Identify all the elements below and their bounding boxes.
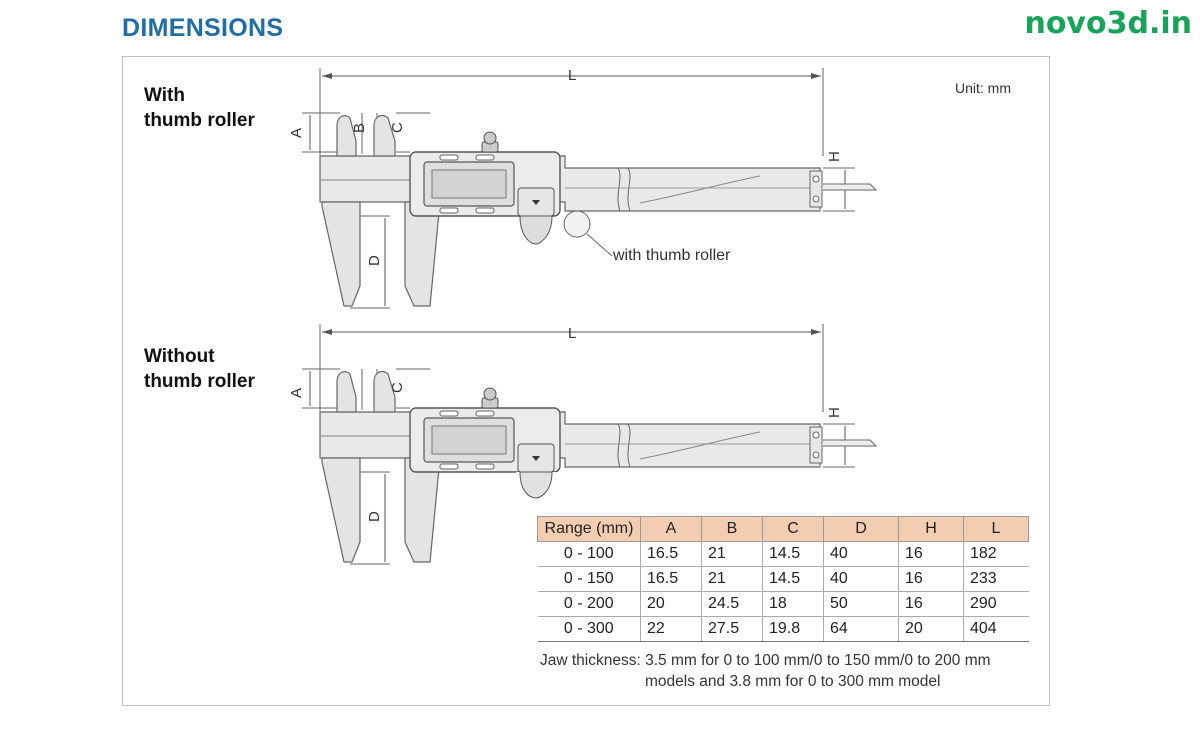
table-cell: 233	[963, 566, 1029, 592]
table-row: 0 - 150 16.5 21 14.5 40 16 233	[537, 566, 1029, 592]
table-cell: 20	[898, 616, 964, 642]
table-cell: 0 - 150	[537, 566, 641, 592]
table-cell: 64	[823, 616, 899, 642]
col-header: D	[823, 516, 899, 542]
table-cell: 0 - 300	[537, 616, 641, 642]
table-header-row: Range (mm) A B C D H L	[537, 516, 1029, 542]
dim-H-top: H	[826, 151, 843, 162]
dim-D-bottom: D	[366, 511, 383, 522]
dim-C-bottom: C	[389, 382, 406, 393]
col-header: B	[701, 516, 763, 542]
table-cell: 16	[898, 541, 964, 567]
table-cell: 24.5	[701, 591, 763, 617]
table-cell: 21	[701, 541, 763, 567]
col-header: C	[762, 516, 824, 542]
dim-C-top: C	[389, 122, 406, 133]
variant-without-roller-label: Without thumb roller	[144, 344, 255, 394]
caliper-with-roller	[301, 67, 877, 309]
table-cell: 40	[823, 541, 899, 567]
table-cell: 182	[963, 541, 1029, 567]
dim-H-bottom: H	[826, 407, 843, 418]
table-cell: 22	[640, 616, 702, 642]
col-header: H	[898, 516, 964, 542]
jaw-thickness-note: Jaw thickness: 3.5 mm for 0 to 100 mm/0 …	[540, 650, 991, 692]
dim-L-top: L	[568, 67, 576, 84]
note-line2: models and 3.8 mm for 0 to 300 mm model	[645, 673, 941, 690]
table-row: 0 - 200 20 24.5 18 50 16 290	[537, 591, 1029, 617]
table-cell: 16	[898, 591, 964, 617]
table-cell: 21	[701, 566, 763, 592]
table-cell: 14.5	[762, 541, 824, 567]
brand-logo-text: novo3d.in	[1024, 6, 1192, 41]
table-cell: 27.5	[701, 616, 763, 642]
thumb-roller-callout: with thumb roller	[613, 247, 731, 264]
table-cell: 14.5	[762, 566, 824, 592]
table-cell: 0 - 100	[537, 541, 641, 567]
table-cell: 16.5	[640, 566, 702, 592]
unit-label: Unit: mm	[955, 80, 1011, 96]
dim-A-bottom: A	[288, 388, 305, 398]
col-header: A	[640, 516, 702, 542]
table-cell: 40	[823, 566, 899, 592]
table-cell: 16	[898, 566, 964, 592]
col-header: L	[963, 516, 1029, 542]
variant-label-line1: With	[144, 85, 185, 106]
col-header: Range (mm)	[537, 516, 641, 542]
note-line1: Jaw thickness: 3.5 mm for 0 to 100 mm/0 …	[540, 652, 991, 669]
page-title: DIMENSIONS	[122, 14, 284, 42]
variant-label-line1: Without	[144, 346, 215, 367]
dim-D-top: D	[366, 255, 383, 266]
table-cell: 16.5	[640, 541, 702, 567]
variant-label-line2: thumb roller	[144, 110, 255, 131]
table-cell: 0 - 200	[537, 591, 641, 617]
table-row: 0 - 100 16.5 21 14.5 40 16 182	[537, 541, 1029, 567]
table-cell: 404	[963, 616, 1029, 642]
dim-L-bottom: L	[568, 325, 576, 342]
caliper-without-roller	[301, 323, 877, 565]
dim-A-top: A	[288, 128, 305, 138]
variant-with-roller-label: With thumb roller	[144, 83, 255, 133]
table-cell: 18	[762, 591, 824, 617]
thumb-roller-highlight	[563, 210, 591, 238]
table-cell: 20	[640, 591, 702, 617]
dimension-table: Range (mm) A B C D H L 0 - 100 16.5 21 1…	[537, 516, 1029, 642]
dim-B-top: B	[351, 123, 368, 133]
table-cell: 19.8	[762, 616, 824, 642]
variant-label-line2: thumb roller	[144, 371, 255, 392]
table-cell: 290	[963, 591, 1029, 617]
table-row: 0 - 300 22 27.5 19.8 64 20 404	[537, 616, 1029, 642]
table-cell: 50	[823, 591, 899, 617]
